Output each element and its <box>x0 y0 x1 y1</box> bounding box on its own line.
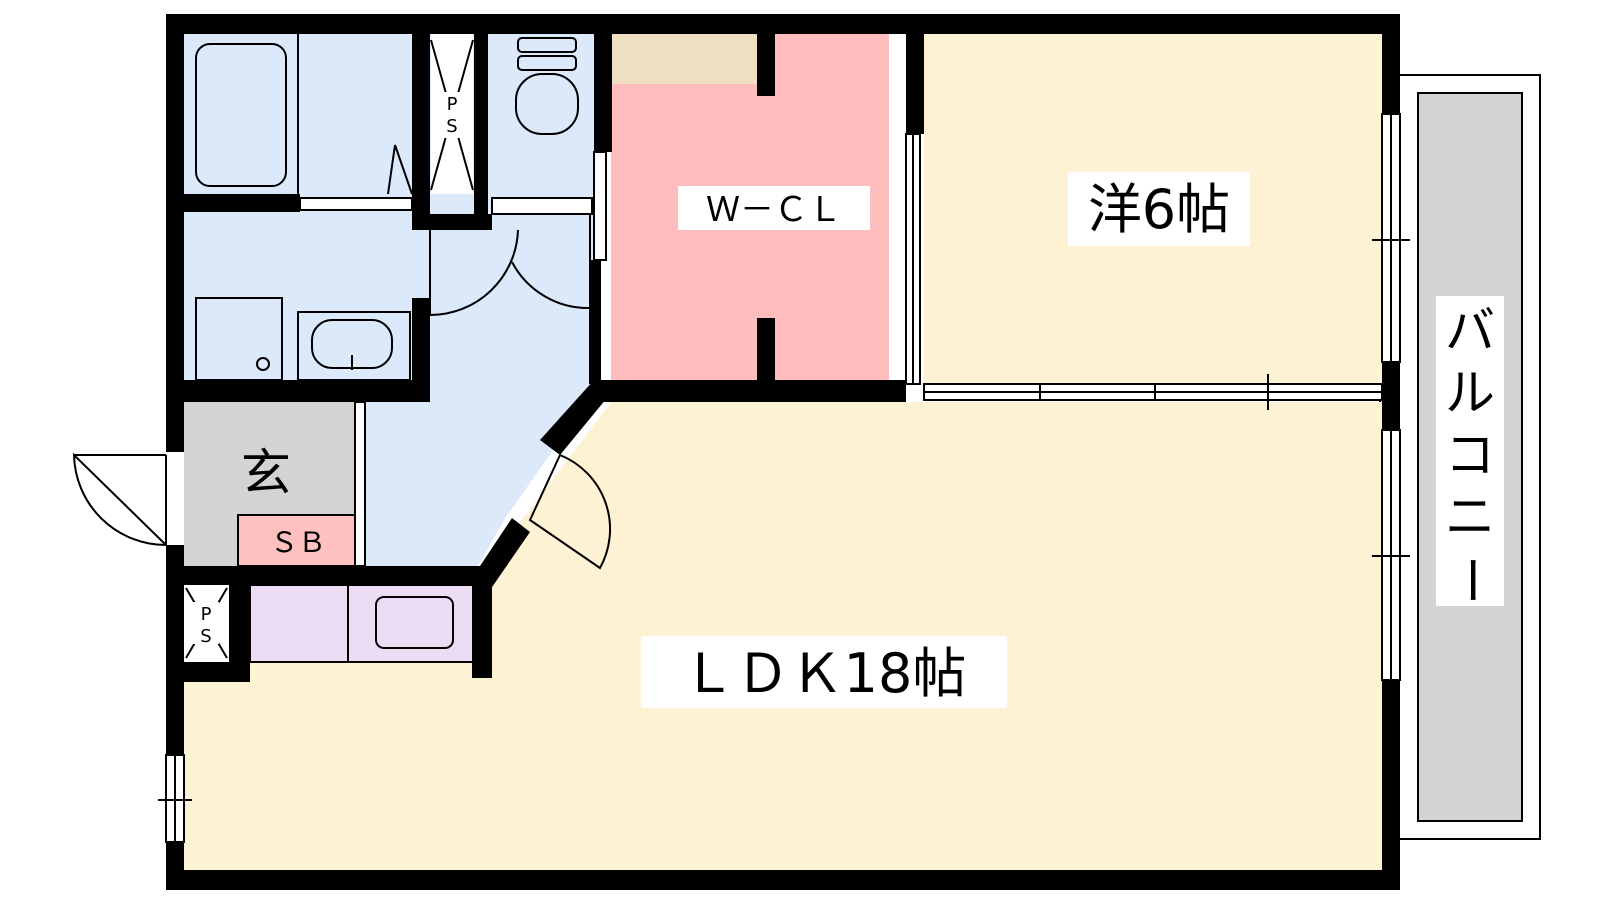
wall-right-middle <box>1382 362 1400 430</box>
wall-top <box>166 14 1400 34</box>
closet-shelf <box>611 34 757 84</box>
door-swing-washroom[interactable] <box>429 229 519 317</box>
ps-upper-s: S <box>446 116 457 137</box>
wall-right-upper <box>1382 14 1400 114</box>
wall-left-upper <box>166 14 184 452</box>
room-label-wcl: Ｗ－ＣＬ <box>706 190 842 230</box>
fixtures <box>185 34 579 659</box>
room-label-ldk: ＬＤＫ18帖 <box>682 642 967 705</box>
balcony-char-2: ル <box>1445 364 1495 422</box>
windows <box>158 113 1410 843</box>
door-swing-ldk[interactable] <box>528 454 612 570</box>
ps-upper-p: P <box>447 94 458 115</box>
balcony <box>1379 74 1541 840</box>
wall-bottom <box>166 870 1400 890</box>
room-label-entrance: 玄 <box>241 444 291 502</box>
labels: Ｗ－ＣＬ 洋6帖 ＬＤＫ18帖 玄 ＳＢ P S P S バ ル コ ニ ー <box>200 94 1500 708</box>
kitchen-sink <box>375 596 454 649</box>
room-fills <box>184 34 1400 870</box>
balcony-char-1: バ <box>1445 302 1495 360</box>
toilet-door[interactable] <box>491 197 593 215</box>
toilet-bowl <box>515 73 579 135</box>
washer-drain-icon <box>256 357 270 371</box>
doors <box>72 214 612 570</box>
balcony-char-4: ニ <box>1445 488 1495 546</box>
wall-left-lower <box>166 545 184 755</box>
balcony-char-5: ー <box>1442 555 1500 605</box>
ps-lower-s: S <box>200 626 211 647</box>
room-label-shoebox: ＳＢ <box>270 526 326 559</box>
wall-right-lower <box>1382 680 1400 890</box>
balcony-label-bg <box>1436 296 1504 606</box>
walls <box>166 14 1400 890</box>
toilet-tank <box>517 37 577 53</box>
room-label-western: 洋6帖 <box>1088 178 1230 241</box>
balcony-char-3: コ <box>1445 426 1495 484</box>
bathtub <box>195 43 287 187</box>
hall-floor <box>355 384 594 566</box>
door-swing-toilet[interactable] <box>511 214 591 310</box>
front-door[interactable] <box>72 452 167 548</box>
ps-lower-p: P <box>201 604 212 625</box>
sliding-door-closet[interactable] <box>593 151 607 261</box>
